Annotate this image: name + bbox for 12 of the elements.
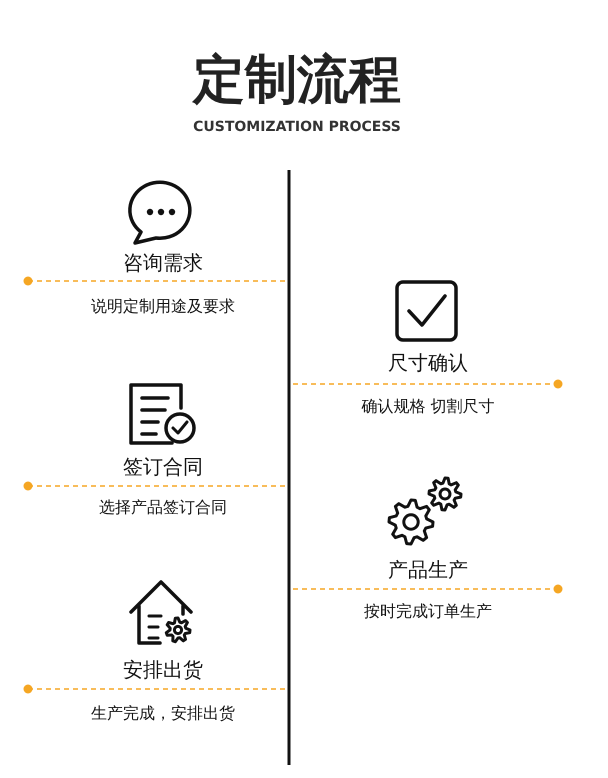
- title: 定制流程: [193, 49, 401, 112]
- step-title: 咨询需求: [123, 250, 203, 276]
- step-description: 说明定制用途及要求: [91, 296, 235, 318]
- step-description: 按时完成订单生产: [364, 602, 492, 622]
- step-description: 确认规格 切割尺寸: [361, 396, 495, 418]
- step-title: 签订合同: [123, 454, 203, 480]
- step-description: 选择产品签订合同: [99, 498, 227, 518]
- step-title: 产品生产: [388, 556, 468, 584]
- step-title: 尺寸确认: [388, 350, 468, 376]
- step-description: 生产完成，安排出货: [91, 704, 235, 724]
- subtitle: CUSTOMIZATION PROCESS: [193, 119, 401, 135]
- step-title: 安排出货: [123, 656, 203, 684]
